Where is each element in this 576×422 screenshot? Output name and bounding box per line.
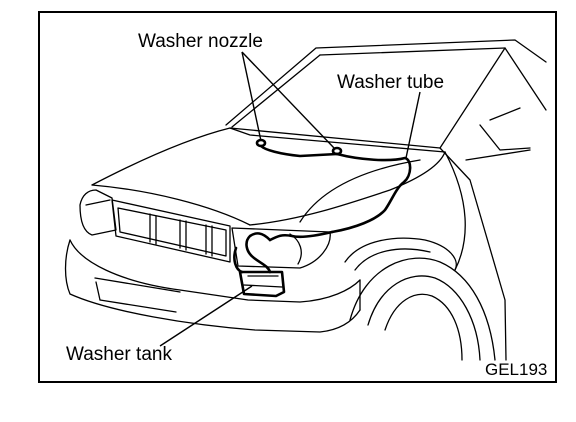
label-washer-nozzle: Washer nozzle xyxy=(138,31,263,52)
label-washer-tube: Washer tube xyxy=(337,72,444,93)
leader-tube xyxy=(405,91,421,159)
leader-nozzle-left xyxy=(241,51,262,142)
label-washer-tank: Washer tank xyxy=(66,344,172,365)
leader-nozzle-right xyxy=(241,51,336,150)
figure-code: GEL193 xyxy=(485,360,547,379)
figure-frame xyxy=(38,11,557,383)
leader-lines xyxy=(159,51,421,347)
leader-tank xyxy=(159,285,253,347)
truck-illustration xyxy=(64,39,547,361)
